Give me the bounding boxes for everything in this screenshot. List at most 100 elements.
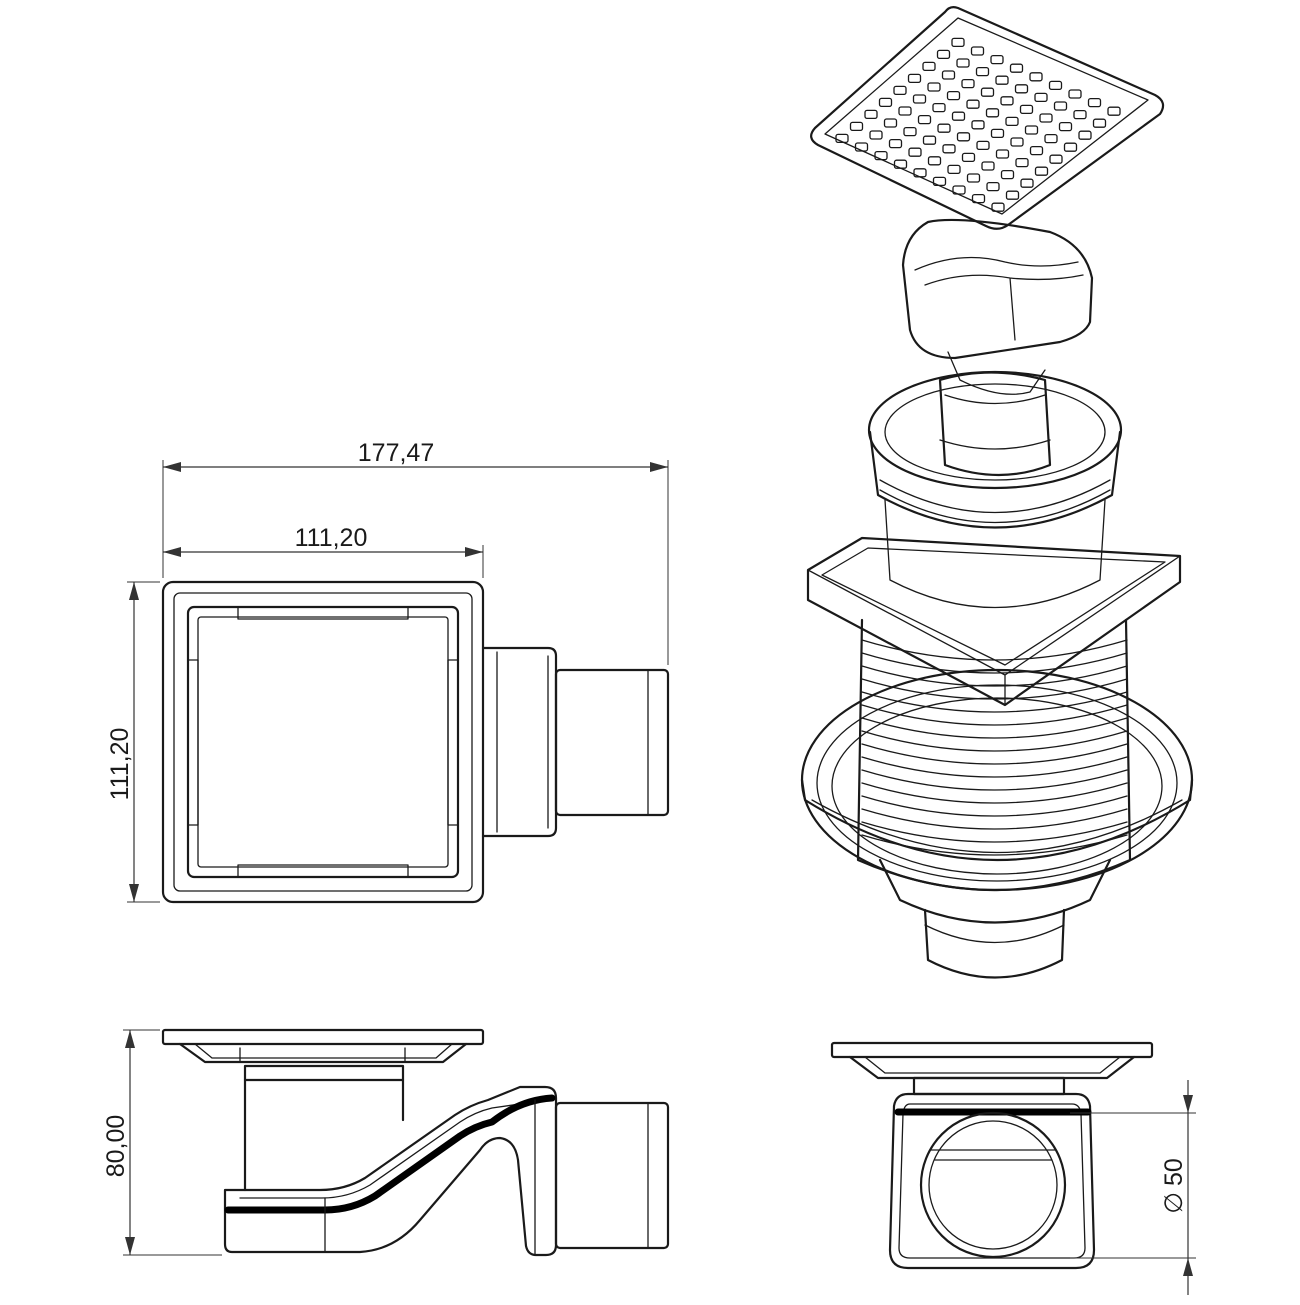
grate-hole xyxy=(893,159,908,169)
grate-hole xyxy=(1039,113,1053,123)
grate-hole xyxy=(1010,137,1024,147)
grate-hole xyxy=(927,156,942,166)
front-housing xyxy=(888,1092,1096,1270)
grate-hole xyxy=(1073,109,1087,120)
grate-hole xyxy=(912,94,927,104)
iso-grate xyxy=(810,6,1165,230)
grate-hole xyxy=(1029,145,1044,156)
grate-hole xyxy=(932,102,946,113)
thread-ring xyxy=(861,691,1128,713)
grate-hole xyxy=(932,176,947,187)
thread-ring xyxy=(861,769,1128,791)
grate-hole xyxy=(961,152,976,163)
grate-hole xyxy=(864,109,878,120)
thread-ring xyxy=(861,665,1128,687)
grate-hole xyxy=(835,133,849,144)
dimension-overall-length: 177,47 xyxy=(162,439,669,665)
grate-hole xyxy=(952,185,966,195)
grate-hole xyxy=(874,150,888,161)
dimension-total-height: 80,00 xyxy=(102,1029,222,1256)
dimension-outlet-diameter: ∅50 xyxy=(1070,1080,1196,1295)
thread-ring xyxy=(861,652,1128,674)
grate-hole xyxy=(1009,63,1024,73)
grate-hole xyxy=(1044,133,1058,144)
outlet-pipe xyxy=(554,668,670,817)
thread-ring xyxy=(861,782,1128,804)
grate-hole xyxy=(1029,72,1043,82)
thread-ring xyxy=(861,678,1128,700)
grate-hole xyxy=(1000,96,1014,106)
grate-hole xyxy=(1048,80,1063,91)
grate-hole xyxy=(991,202,1005,212)
grate-hole xyxy=(1034,92,1048,103)
grate-hole xyxy=(971,193,986,204)
grate-hole xyxy=(888,138,903,149)
grate-height-label: 111,20 xyxy=(106,728,134,801)
grate-hole xyxy=(947,164,961,175)
grate-hole xyxy=(1015,157,1029,168)
grate-hole xyxy=(1000,169,1015,180)
side-trap-body xyxy=(223,1085,558,1257)
grate-hole xyxy=(854,142,869,152)
thread-ring xyxy=(861,717,1128,739)
grate-hole xyxy=(990,128,1005,139)
iso-square-frame xyxy=(806,536,1182,707)
grate-hole xyxy=(1020,178,1034,188)
grate-hole xyxy=(971,120,985,130)
grate-hole xyxy=(995,75,1009,85)
grate-holes xyxy=(835,37,1121,212)
exploded-view xyxy=(800,6,1194,979)
grate-hole xyxy=(903,126,917,137)
side-grate-plate xyxy=(161,1028,485,1046)
grate-hole xyxy=(966,99,980,109)
grate-hole xyxy=(849,121,864,132)
grate-hole xyxy=(907,73,922,84)
outlet-body xyxy=(481,646,558,838)
grate-hole xyxy=(1019,104,1034,115)
thread-ring xyxy=(861,756,1128,778)
grate-hole xyxy=(1024,125,1039,135)
grate-hole xyxy=(1005,190,1020,200)
grate-hole xyxy=(1078,130,1092,140)
grate-hole xyxy=(1058,121,1073,132)
grate-hole xyxy=(936,49,951,60)
grate-hole xyxy=(946,90,961,101)
dimension-grate-width: 111,20 xyxy=(163,524,484,578)
front-outlet-circle xyxy=(919,1111,1067,1259)
grate-hole xyxy=(1005,116,1019,127)
iso-lower-body xyxy=(878,858,1112,924)
grate-hole xyxy=(893,85,907,96)
grate-hole xyxy=(966,173,981,183)
grate-hole xyxy=(975,66,990,77)
grate-hole xyxy=(956,58,970,68)
grate-hole xyxy=(1053,101,1068,111)
grate-hole xyxy=(970,46,985,56)
top-view xyxy=(161,580,670,904)
grate-hole xyxy=(1063,142,1078,152)
grate-hole xyxy=(976,140,990,151)
side-seal-band xyxy=(224,1094,556,1214)
grate-hole xyxy=(898,106,912,116)
thread-ring xyxy=(861,639,1128,661)
grate-hole xyxy=(1068,89,1082,99)
iso-threads xyxy=(861,639,1128,856)
iso-upper-ring xyxy=(867,370,1123,490)
grate-hole xyxy=(1107,106,1121,116)
grate-hole xyxy=(995,149,1010,159)
grate-hole xyxy=(913,168,927,178)
grate-hole xyxy=(1049,154,1063,164)
iso-outlet-spigot xyxy=(923,908,1066,979)
grate-hole xyxy=(951,111,966,121)
grate-hole xyxy=(1087,97,1102,108)
thread-ring xyxy=(861,743,1128,765)
diameter-symbol: ∅ xyxy=(1160,1192,1188,1214)
side-outlet-pipe xyxy=(554,1101,670,1250)
front-grate-plate xyxy=(830,1041,1154,1059)
grate-hole xyxy=(941,70,956,80)
side-view xyxy=(161,1028,670,1257)
grate-hole xyxy=(942,144,956,154)
thread-ring xyxy=(861,704,1128,726)
grate-hole xyxy=(1014,84,1029,94)
grate-hole xyxy=(1092,118,1107,128)
grate-hole xyxy=(990,54,1004,65)
